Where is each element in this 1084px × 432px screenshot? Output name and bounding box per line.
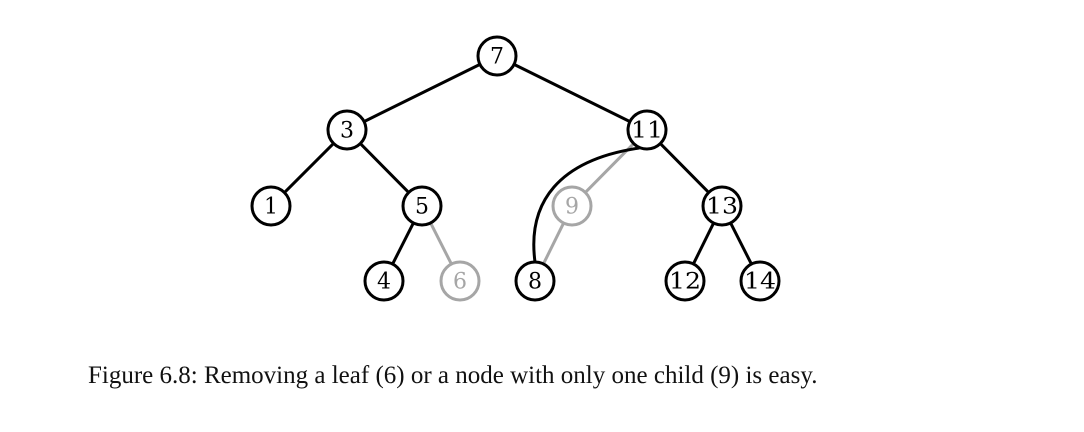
node-circle bbox=[363, 260, 405, 302]
edge-3-1 bbox=[282, 141, 336, 195]
edge-9-8 bbox=[541, 221, 566, 266]
figure-caption: Figure 6.8: Removing a leaf (6) or a nod… bbox=[88, 362, 818, 389]
node-circle bbox=[626, 109, 668, 151]
node-label: 1 bbox=[264, 195, 278, 220]
tree-node-11: 11 bbox=[626, 109, 668, 151]
node-circle bbox=[401, 185, 443, 227]
node-label: 14 bbox=[744, 270, 776, 295]
node-circle bbox=[439, 260, 481, 302]
node-circle bbox=[326, 109, 368, 151]
node-circle bbox=[476, 35, 518, 77]
edge-11-13 bbox=[658, 142, 711, 194]
node-label: 3 bbox=[340, 119, 354, 144]
node-label: 9 bbox=[565, 195, 579, 220]
node-label: 11 bbox=[631, 119, 663, 144]
edge-layer bbox=[282, 62, 753, 266]
tree-node-6: 6 bbox=[439, 260, 481, 302]
tree-node-9: 9 bbox=[551, 185, 593, 227]
tree-node-13: 13 bbox=[701, 185, 743, 227]
tree-node-1: 1 bbox=[250, 185, 292, 227]
node-label: 8 bbox=[528, 270, 542, 295]
node-circle bbox=[514, 260, 556, 302]
node-circle bbox=[551, 185, 593, 227]
tree-node-7: 7 bbox=[476, 35, 518, 77]
tree-node-4: 4 bbox=[363, 260, 405, 302]
edge-7-3 bbox=[362, 62, 482, 124]
edge-11-8-bypass bbox=[532, 146, 641, 264]
node-label: 12 bbox=[669, 270, 701, 295]
node-circle bbox=[664, 260, 706, 302]
node-label: 5 bbox=[415, 195, 429, 220]
edge-5-4 bbox=[391, 221, 415, 266]
node-label: 6 bbox=[453, 270, 467, 295]
tree-node-3: 3 bbox=[326, 109, 368, 151]
node-circle bbox=[701, 185, 743, 227]
tree-node-5: 5 bbox=[401, 185, 443, 227]
edge-3-5 bbox=[358, 142, 411, 194]
edge-13-12 bbox=[691, 221, 716, 266]
node-label: 4 bbox=[377, 270, 391, 295]
node-circle bbox=[739, 260, 781, 302]
edge-13-14 bbox=[729, 221, 753, 266]
tree-node-14: 14 bbox=[739, 260, 781, 302]
tree-node-12: 12 bbox=[664, 260, 706, 302]
node-label: 13 bbox=[706, 195, 738, 220]
tree-node-8: 8 bbox=[514, 260, 556, 302]
node-circle bbox=[250, 185, 292, 227]
edge-7-11 bbox=[512, 62, 632, 124]
edge-5-6 bbox=[429, 221, 453, 266]
node-label: 7 bbox=[490, 45, 504, 70]
